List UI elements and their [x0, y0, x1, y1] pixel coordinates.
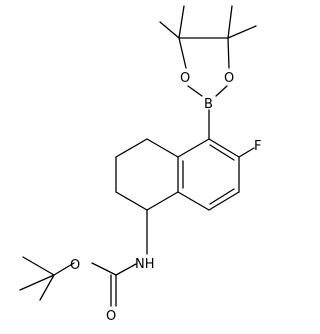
atom-label-oxygen-ring-left: O [180, 71, 190, 86]
tert-butyl-bond [39, 274, 55, 301]
atom-label-oxygen-ester: O [70, 258, 80, 273]
bond [187, 85, 203, 97]
bond [115, 191, 148, 211]
methyl-bond [227, 5, 233, 39]
saturated-ring [115, 138, 179, 211]
bond [146, 138, 179, 158]
bond [53, 262, 75, 276]
bond [208, 191, 240, 211]
atom-label-nitrogen: NH [135, 257, 155, 272]
bond [115, 263, 137, 276]
pinacol-boronate-ring [159, 5, 257, 97]
bond [177, 138, 210, 158]
aromatic-ring [177, 138, 240, 211]
tert-butyl-bond [19, 274, 55, 291]
atom-label-oxygen-carbonyl: O [106, 309, 116, 324]
methyl-bond [227, 25, 257, 39]
double-bond-inner [209, 144, 235, 161]
bond [227, 37, 230, 69]
bond [208, 138, 240, 158]
atom-label-fluorine: F [254, 139, 261, 154]
atom-label-boron: B [204, 97, 213, 112]
bond [91, 262, 117, 276]
bond [115, 138, 148, 158]
fluoro-substituent [238, 147, 255, 158]
tert-butyl-bond [22, 256, 55, 276]
bond [178, 37, 187, 69]
chemical-structure: O O B F NH O O [19, 5, 261, 324]
atom-label-oxygen-ring-right: O [224, 71, 234, 86]
bond [238, 147, 255, 158]
double-bond-inner [209, 188, 235, 205]
methyl-bond [159, 21, 180, 39]
carbamate-chain [19, 209, 148, 307]
methyl-bond [178, 5, 185, 39]
bond [177, 191, 210, 211]
bond [215, 85, 228, 97]
bond [146, 191, 179, 211]
